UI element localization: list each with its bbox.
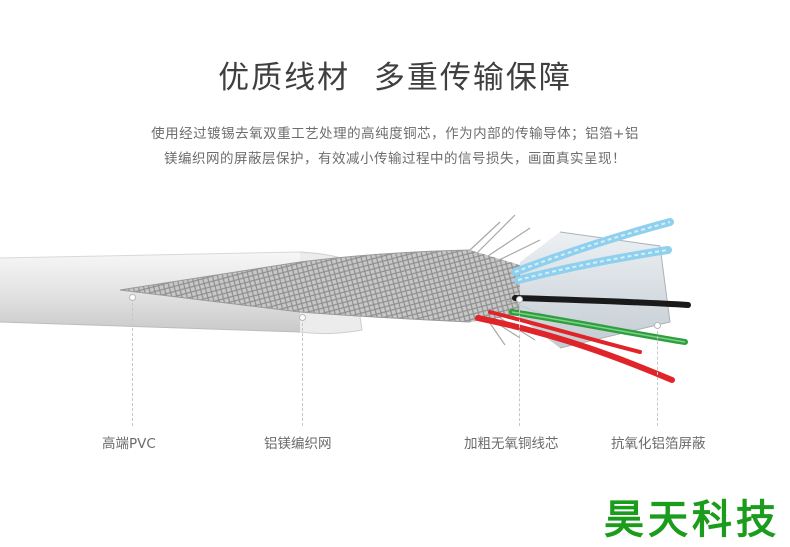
wire-green [509,309,688,345]
watermark-text: 昊天科技 [604,496,780,543]
callout-label-pvc: 高端PVC [102,436,156,452]
leader-line-copper [519,300,520,426]
page-title: 优质线材 多重传输保障 [218,60,572,96]
leader-dot-copper [516,296,523,303]
leader-dot-pvc [129,294,136,301]
cable-illustration [0,214,691,383]
wire-blue-1 [511,218,674,276]
leader-line-braid [302,318,303,426]
callout-label-copper: 加粗无氧铜线芯 [464,436,559,452]
wire-black [512,295,691,308]
callout-label-braid: 铝镁编织网 [264,436,332,452]
wire-red [475,310,675,383]
callout-label-foil: 抗氧化铝箔屏蔽 [611,436,706,452]
description-line-2: 镁编织网的屏蔽层保护，有效减小传输过程中的信号损失，画面真实呈现！ [164,151,626,167]
leader-dot-foil [654,322,661,329]
leader-dot-braid [299,314,306,321]
description-line-1: 使用经过镀锡去氧双重工艺处理的高纯度铜芯，作为内部的传输导体；铝箔+铝 [151,126,639,142]
leader-line-foil [657,326,658,426]
leader-line-pvc [132,298,133,426]
wire-blue-2 [514,246,672,284]
